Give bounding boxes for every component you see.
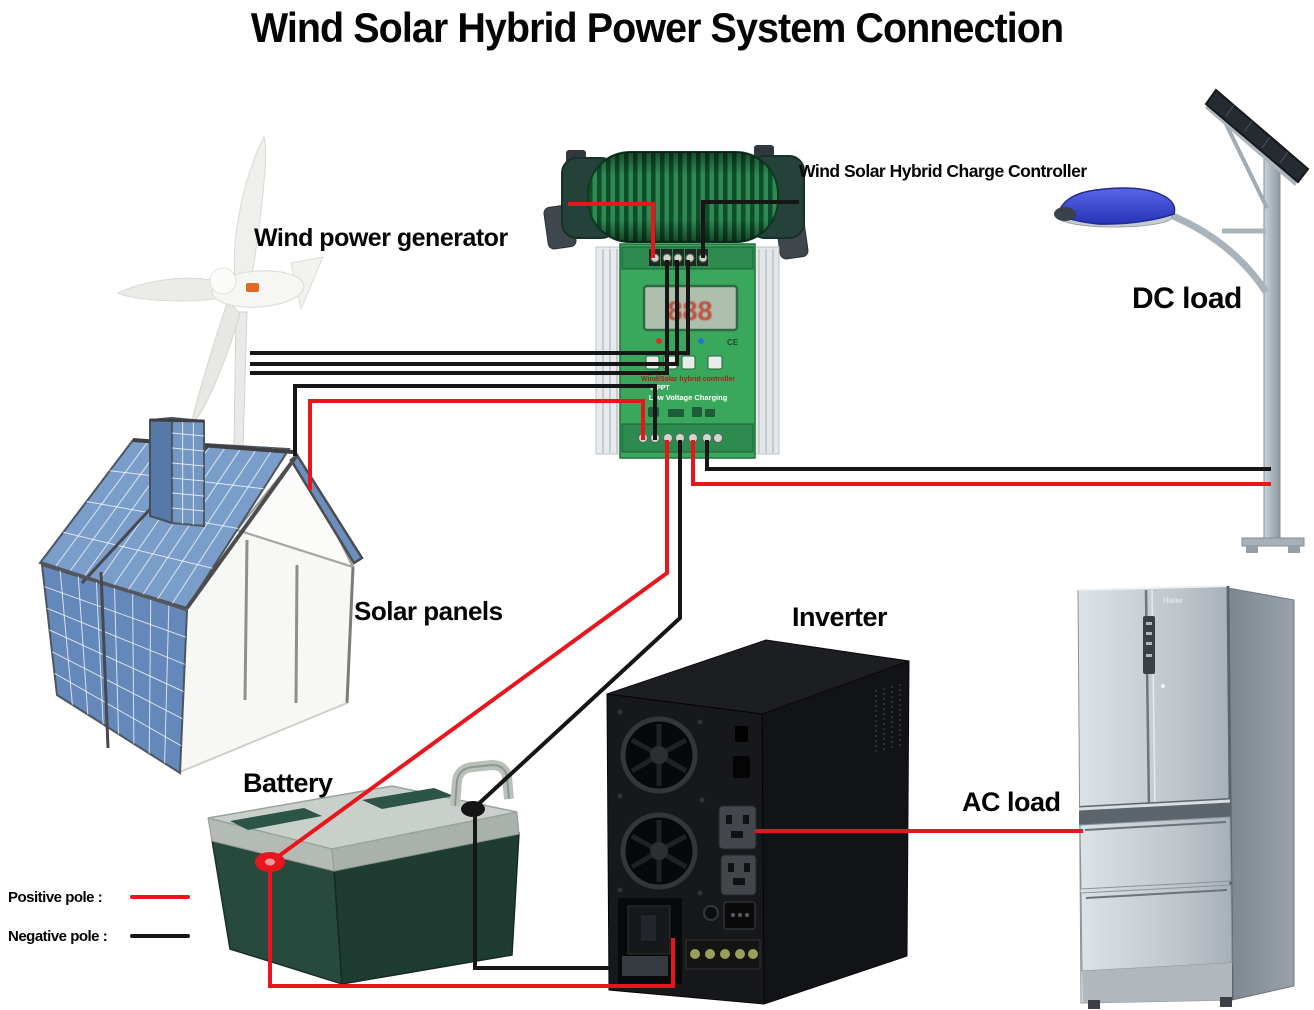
inverter-ac-outlet-2 (720, 854, 757, 896)
legend-positive-row: Positive pole : (8, 888, 190, 906)
label-dc-load: DC load (1132, 282, 1242, 315)
wire-battery-negative-upper (471, 440, 682, 811)
battery-negative-terminal (461, 801, 485, 817)
fridge-brand-logo: Haier (1163, 596, 1183, 605)
fridge-foot-right (1220, 997, 1232, 1007)
resistor-shading (588, 152, 778, 242)
label-solar-panels: Solar panels (354, 596, 503, 626)
wire-battery-negative-lower (473, 812, 612, 970)
inverter-breaker (703, 905, 719, 921)
pv-cell-grid (44, 570, 187, 764)
inverter-iec-socket (723, 901, 756, 930)
battery-handle-edge (454, 763, 510, 807)
fridge-foot-left (1088, 1000, 1100, 1009)
controller-ce-mark: CE (727, 338, 739, 347)
wire-turbine-phase-1 (250, 260, 690, 355)
wire-turbine-phase-2 (250, 260, 679, 366)
wire-resistor-negative (701, 200, 799, 258)
turbine-blade-up (233, 135, 267, 293)
battery-lid-top (207, 785, 518, 850)
wire-resistor-positive (568, 202, 655, 258)
legend-negative-row: Negative pole : (8, 927, 190, 945)
legend-positive-label: Positive pole : (8, 888, 103, 906)
negative-wire-swatch (130, 934, 190, 938)
legend: Positive pole : Negative pole : (8, 888, 190, 966)
controller-face-mode: MPPT (650, 385, 670, 392)
lamp-panel-brace (1222, 119, 1269, 209)
fridge-plinth (1082, 963, 1232, 1003)
wire-battery-positive-upper (270, 440, 669, 863)
fridge-illustration: Haier (1077, 585, 1295, 1009)
label-battery: Battery (243, 768, 333, 798)
fridge-freezer-band (1079, 798, 1230, 825)
inverter-vents (875, 684, 901, 752)
wire-turbine-phase-3 (250, 260, 669, 375)
street-lamp-illustration (1054, 88, 1310, 553)
battery-illustration (207, 759, 520, 986)
label-inverter: Inverter (792, 602, 888, 632)
inverter-port-2 (733, 756, 750, 778)
controller-face-banner: Low Voltage Charging (649, 393, 728, 402)
wire-dc-load-positive (691, 440, 1271, 486)
inverter-port-1 (735, 726, 748, 742)
controller-led-red (656, 338, 662, 344)
inverter-ac-outlet-1 (718, 805, 757, 850)
controller-face-title: Wind/Solar hybrid controller (641, 376, 735, 383)
label-charge-controller: Wind Solar Hybrid Charge Controller (799, 161, 1087, 181)
wire-solar-positive (308, 399, 645, 490)
lamp-base (1241, 537, 1305, 547)
battery-lid-patch-1 (230, 808, 322, 830)
controller-led-blue (698, 338, 704, 344)
turbine-logo (246, 283, 259, 292)
page-title: Wind Solar Hybrid Power System Connectio… (250, 4, 1064, 51)
wire-solar-negative (293, 384, 657, 456)
inverter-fan-top (620, 716, 698, 794)
battery-lid-patch-2 (362, 788, 454, 809)
inverter-screws (617, 709, 705, 896)
inverter-terminal-block (685, 939, 761, 970)
dump-load-resistor-illustration (543, 145, 809, 260)
inverter-illustration (606, 639, 910, 1005)
label-ac-load: AC load (962, 787, 1061, 817)
lamp-head (1057, 187, 1176, 225)
wire-battery-positive-lower (268, 868, 675, 988)
lamp-arm (1166, 210, 1269, 294)
pv-cell-grid (171, 419, 205, 525)
fridge-drawer-1 (1079, 816, 1232, 890)
turbine-blade-left (116, 277, 228, 302)
inverter-fan-bottom (620, 812, 698, 890)
lamp-head-tip (1054, 207, 1076, 221)
legend-negative-label: Negative pole : (8, 927, 108, 945)
solar-panel-house-illustration (38, 416, 364, 775)
battery-positive-terminal-center (265, 858, 275, 866)
wire-dc-load-negative (705, 440, 1271, 471)
turbine-hub (209, 267, 237, 295)
fridge-dot (1161, 684, 1165, 688)
label-wind-power-generator: Wind power generator (254, 224, 508, 252)
wind-turbine-illustration (116, 135, 324, 449)
positive-wire-swatch (130, 895, 190, 899)
